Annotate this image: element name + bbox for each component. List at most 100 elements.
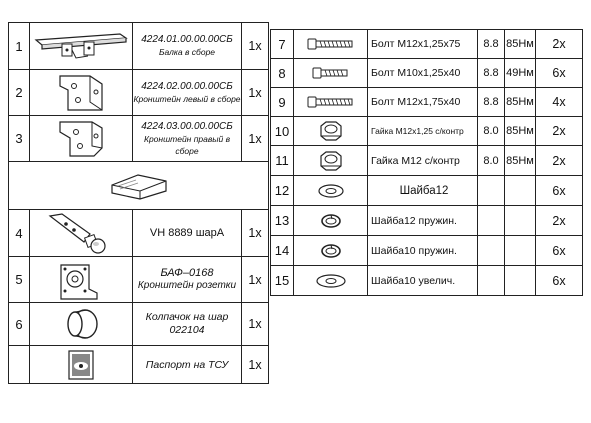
bolt-icon: [295, 95, 367, 109]
row-number: 5: [8, 256, 30, 303]
strength-class: 8.0: [477, 116, 505, 146]
tightening-torque: 85Нм: [504, 29, 536, 59]
socket-bracket-icon: [60, 263, 98, 300]
table-row: 15 Шайба10 увелич. 6х: [270, 265, 583, 296]
table-row: 2 4224.02.00.00.00СБ Кронштейн левый в с…: [8, 69, 269, 116]
bolt-icon: [295, 37, 367, 51]
part-name: 022104: [169, 324, 205, 336]
strength-class: [477, 265, 505, 296]
row-number: 14: [270, 235, 294, 266]
package-row: [8, 161, 269, 210]
quantity: 1х: [241, 115, 269, 162]
part-name: Балка в сборе: [158, 47, 216, 57]
row-number: 15: [270, 265, 294, 296]
nut-icon: [295, 150, 367, 172]
part-name: Кронштейн правый в сборе: [143, 133, 231, 156]
nut-icon: [295, 120, 367, 142]
quantity: 1х: [241, 302, 269, 346]
part-name: Гайка М12х1,25 с/контр: [367, 116, 478, 146]
part-name: Кронштейн левый в сборе: [133, 93, 241, 104]
tightening-torque: [504, 265, 536, 296]
quantity: 1х: [241, 256, 269, 303]
quantity: 1х: [241, 345, 269, 384]
tightening-torque: [504, 175, 536, 206]
strength-class: 8.8: [477, 29, 505, 59]
tightening-torque: 49Нм: [504, 58, 536, 88]
row-number: 3: [8, 115, 30, 162]
row-number: 6: [8, 302, 30, 346]
part-name: Шайба10 пружин.: [367, 235, 478, 266]
part-name: Кронштейн розетки: [137, 280, 237, 291]
strength-class: [477, 205, 505, 236]
strength-class: [477, 175, 505, 206]
tightening-torque: [504, 205, 536, 236]
bracket-right-icon: [59, 120, 103, 157]
bag-icon: [110, 173, 167, 200]
quantity: 2х: [535, 205, 583, 236]
part-name: Болт М10х1,25х40: [367, 58, 478, 88]
ball-cap-icon: [67, 309, 98, 339]
table-row: 6 Колпачок на шар 022104 1х: [8, 302, 269, 346]
washer-icon: [295, 183, 367, 199]
kit-components-table: 1 4224.01.00.00.00СБ Балка в сборе 1х 2: [8, 22, 269, 384]
bolt-short-icon: [295, 66, 367, 80]
part-code: Паспорт на ТСУ: [132, 345, 242, 384]
row-number: 10: [270, 116, 294, 146]
quantity: 6х: [535, 235, 583, 266]
part-name: Гайка М12 с/контр: [367, 145, 478, 176]
tightening-torque: 85Нм: [504, 145, 536, 176]
tightening-torque: 85Нм: [504, 87, 536, 117]
row-number: 4: [8, 209, 30, 257]
part-code: 4224.02.00.00.00СБ: [141, 80, 233, 92]
quantity: 1х: [241, 69, 269, 116]
spring-washer-icon: [295, 243, 367, 259]
quantity: 2х: [535, 29, 583, 59]
part-name: Болт М12х1,25х75: [367, 29, 478, 59]
row-number: 8: [270, 58, 294, 88]
quantity: 6х: [535, 265, 583, 296]
part-name: Шайба12: [367, 175, 478, 206]
strength-class: 8.8: [477, 87, 505, 117]
table-row: 3 4224.03.00.00.00СБ Кронштейн правый в …: [8, 115, 269, 162]
part-name: Шайба10 увелич.: [367, 265, 478, 296]
table-row: 12 Шайба12 6х: [270, 175, 583, 206]
part-name: Шайба12 пружин.: [367, 205, 478, 236]
table-row: 13 Шайба12 пружин. 2х: [270, 205, 583, 236]
beam-icon: [34, 33, 128, 59]
strength-class: [477, 235, 505, 266]
part-name: Болт М12х1,75х40: [367, 87, 478, 117]
washer-large-icon: [295, 273, 367, 289]
row-number: [8, 345, 30, 384]
row-number: 1: [8, 22, 30, 70]
quantity: 1х: [241, 22, 269, 70]
passport-icon: [68, 349, 94, 380]
quantity: 6х: [535, 175, 583, 206]
row-number: 7: [270, 29, 294, 59]
table-row: 4 VH 8889 шарА 1х: [8, 209, 269, 257]
table-row: Паспорт на ТСУ 1х: [8, 345, 269, 384]
quantity: 6х: [535, 58, 583, 88]
part-code: БАФ–0168: [160, 267, 214, 279]
spring-washer-icon: [295, 213, 367, 229]
row-number: 2: [8, 69, 30, 116]
table-row: 1 4224.01.00.00.00СБ Балка в сборе 1х: [8, 22, 269, 70]
part-code: Колпачок на шар: [145, 311, 229, 323]
strength-class: 8.8: [477, 58, 505, 88]
part-code: 4224.03.00.00.00СБ: [141, 120, 233, 132]
strength-class: 8.0: [477, 145, 505, 176]
quantity: 1х: [241, 209, 269, 257]
quantity: 2х: [535, 145, 583, 176]
row-number: 12: [270, 175, 294, 206]
part-code: 4224.01.00.00.00СБ: [141, 34, 233, 45]
part-code: VH 8889 шарА: [132, 209, 242, 257]
quantity: 4х: [535, 87, 583, 117]
row-number: 13: [270, 205, 294, 236]
tightening-torque: 85Нм: [504, 116, 536, 146]
bracket-left-icon: [59, 74, 103, 111]
